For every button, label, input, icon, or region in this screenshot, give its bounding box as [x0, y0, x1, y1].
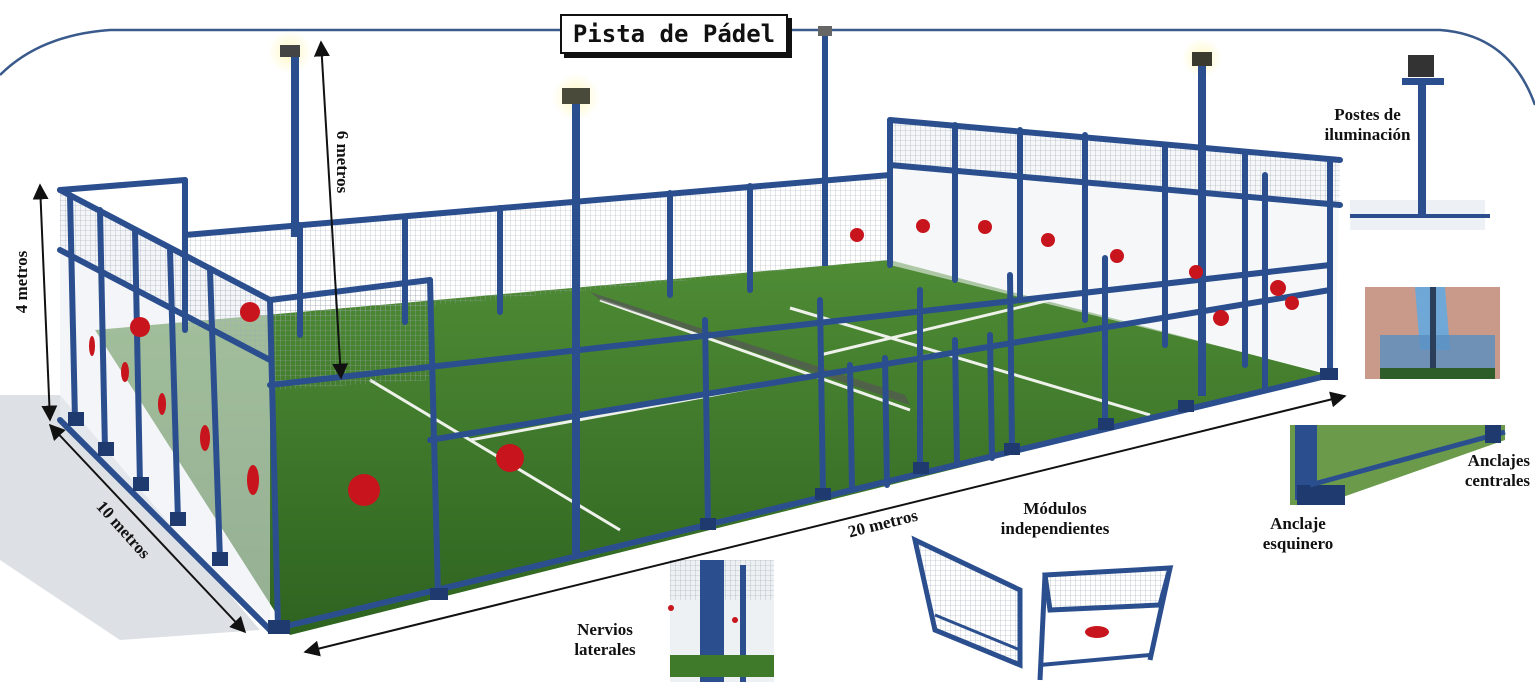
left-end-mesh — [60, 190, 270, 360]
label-side-ribs: Nervios laterales — [574, 620, 636, 659]
inset-side-ribs — [668, 560, 774, 682]
inset-central-anchor — [1365, 287, 1500, 379]
arrow-height-6 — [313, 40, 349, 380]
label-height-6: 6 metros — [333, 130, 352, 194]
arrow-width-10 — [48, 423, 247, 634]
front-left-mesh — [270, 280, 430, 390]
arrow-height-4 — [32, 183, 58, 422]
label-lighting-posts: Postes de iluminación — [1324, 105, 1411, 144]
arrow-length-20 — [303, 391, 1347, 657]
label-modules: Módulos independientes — [1000, 499, 1110, 538]
page-title: Pista de Pádel — [560, 14, 788, 54]
inset-modules — [911, 535, 1174, 681]
label-central-anchors: Anclajes centrales — [1464, 451, 1530, 490]
dimension-arrows — [32, 40, 1347, 657]
net — [590, 292, 910, 405]
label-corner-anchor: Anclaje esquinero — [1262, 514, 1334, 553]
light-posts — [268, 26, 1222, 554]
inset-lighting-post — [1350, 55, 1490, 230]
right-end-mesh — [890, 120, 1340, 205]
label-height-4: 4 metros — [12, 250, 31, 314]
